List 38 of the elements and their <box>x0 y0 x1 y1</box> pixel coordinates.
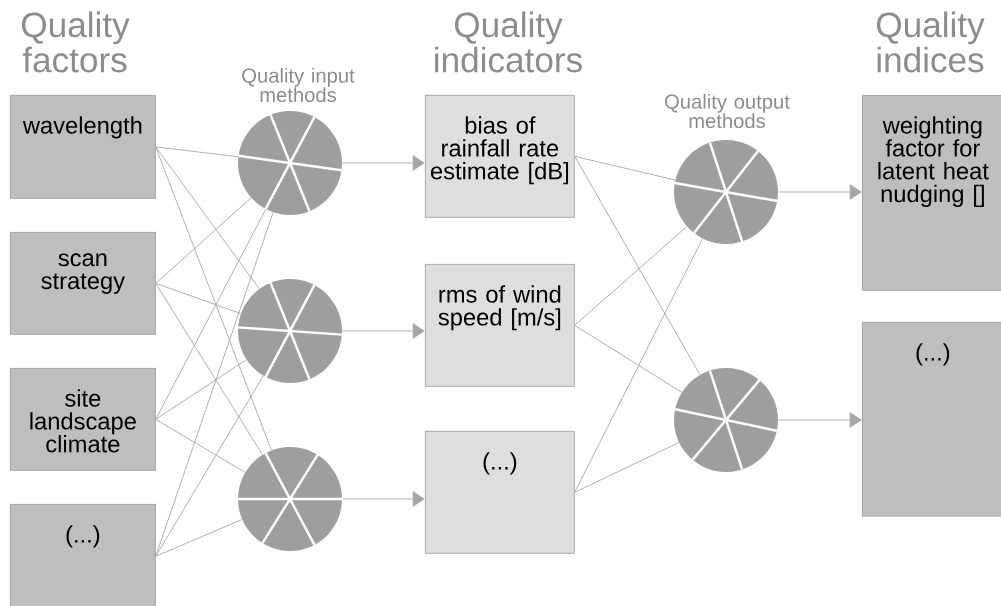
connector-line <box>155 282 242 314</box>
connector-line <box>155 146 272 451</box>
connector-line <box>155 282 263 455</box>
pie-circle <box>674 368 778 472</box>
pie-circle <box>674 140 778 244</box>
heading: Quality indicators <box>435 11 582 73</box>
connector-line <box>574 238 703 493</box>
connector-line <box>155 146 239 158</box>
connector-line <box>574 155 676 181</box>
text-box: (...) <box>862 322 1001 517</box>
pie-circle <box>238 279 342 383</box>
pie-circle <box>238 447 342 551</box>
connector-line <box>155 146 260 290</box>
arrow <box>777 412 862 428</box>
arrow <box>777 184 862 200</box>
text-box: rms of wind speed [m/s] <box>425 264 575 387</box>
connector-line <box>155 519 243 557</box>
connector-line <box>574 155 701 376</box>
connector-line <box>155 359 247 420</box>
arrow <box>341 323 425 339</box>
text-box: site landscape climate <box>10 368 156 471</box>
connector-line <box>155 418 246 473</box>
text-box: bias of rainfall rate estimate [dB] <box>425 95 575 218</box>
text-box: (...) <box>10 504 156 606</box>
connector-line <box>155 208 267 420</box>
pie-circle <box>238 111 342 215</box>
text-box: wavelength <box>10 95 156 199</box>
text-box: scan strategy <box>10 232 156 335</box>
connector-line <box>155 197 252 284</box>
arrow <box>341 491 425 507</box>
connector-line <box>574 442 680 493</box>
connector-line <box>574 324 683 393</box>
text-box: weighting factor for latent heat nudging [] <box>862 95 1001 291</box>
connector-line <box>155 375 264 557</box>
connector-line <box>574 226 688 326</box>
connector-line <box>155 212 274 557</box>
text-box: (...) <box>425 431 575 554</box>
arrow <box>341 155 425 171</box>
